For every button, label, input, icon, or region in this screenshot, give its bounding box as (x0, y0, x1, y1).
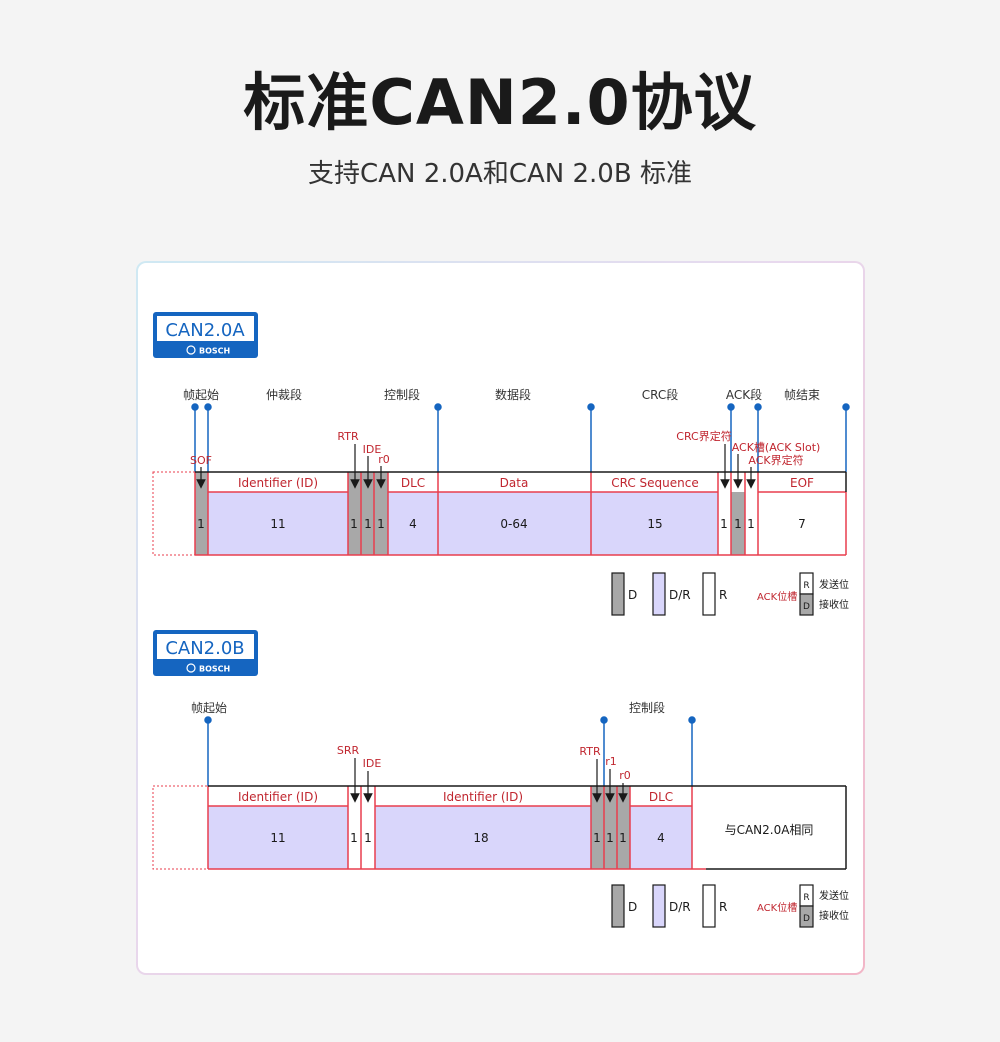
can-a-crc-bits (591, 492, 718, 555)
can-b-dlc-bits (630, 806, 692, 869)
legend-recv-bit: 接收位 (819, 598, 849, 611)
can-a-section-ack: ACK段 (726, 387, 762, 402)
can-a-field-identifier: Identifier (ID) (238, 476, 318, 490)
can-b-same-as-a: 与CAN2.0A相同 (725, 823, 814, 837)
can-a-label-ack-slot: ACK槽(ACK Slot) (732, 441, 821, 454)
svg-text:接收位: 接收位 (819, 909, 849, 922)
can-a-section-data: 数据段 (495, 387, 531, 402)
can-b-field-identifier1: Identifier (ID) (238, 790, 318, 804)
legend-r-label: R (719, 588, 727, 602)
can-a-bits-r0: 1 (377, 517, 385, 531)
can-a-bits-dlc: 4 (409, 517, 417, 531)
bosch-logo-icon (186, 663, 196, 673)
can-b-field-identifier2: Identifier (ID) (443, 790, 523, 804)
can-a-label-rtr: RTR (337, 430, 359, 443)
can-b-bits-r1: 1 (606, 831, 614, 845)
can-a-label-ide: IDE (363, 443, 382, 456)
can-b-bits-identifier1: 11 (270, 831, 285, 845)
can-a-legend: D D/R R ACK位槽 R D 发送位 接收位 (611, 572, 849, 616)
can-a-ack-slot-bit (731, 492, 745, 555)
can-a-bits-ide: 1 (364, 517, 372, 531)
can-a-badge: CAN2.0A BOSCH (153, 312, 258, 358)
can-b-boundaries (204, 716, 696, 786)
can-b-label-srr: SRR (337, 744, 360, 757)
can-b-bits-ide: 1 (364, 831, 372, 845)
svg-text:发送位: 发送位 (819, 889, 849, 902)
can-b-label-ide: IDE (363, 757, 382, 770)
can-b-identifier1-bits (208, 806, 348, 869)
page-subtitle: 支持CAN 2.0A和CAN 2.0B 标准 (308, 159, 692, 189)
can-b-rtr-r1-r0-bits (591, 786, 630, 869)
svg-text:R: R (803, 581, 809, 591)
can-a-bits-crc: 15 (647, 517, 662, 531)
can-a-section-eof: 帧结束 (784, 388, 820, 402)
can-a-sof-bit (195, 472, 208, 555)
can-a-label-ack-delim: ACK界定符 (748, 453, 803, 467)
can-b-badge: CAN2.0B BOSCH (153, 630, 258, 676)
svg-text:R: R (719, 900, 727, 914)
can-a-label-r0: r0 (378, 453, 390, 466)
can-a-section-arbitration: 仲裁段 (266, 387, 302, 402)
page-title: 标准CAN2.0协议 (243, 66, 757, 139)
can-b-label-r0: r0 (619, 769, 631, 782)
svg-text:R: R (803, 893, 809, 903)
can-b-bits-srr: 1 (350, 831, 358, 845)
can-a-dlc-data-bits (388, 492, 591, 555)
can-a-bits-ack-delim: 1 (747, 517, 755, 531)
svg-text:D: D (803, 914, 810, 924)
can-b-bits-r0: 1 (619, 831, 627, 845)
can-a-bits-crc-delim: 1 (720, 517, 728, 531)
can-a-section-control: 控制段 (384, 387, 420, 402)
can-b-section-control: 控制段 (629, 700, 665, 715)
can-a-bits-ack-slot: 1 (734, 517, 742, 531)
can-a-bits-rtr: 1 (350, 517, 358, 531)
can-a-badge-name: CAN2.0A (165, 320, 245, 341)
can-a-label-sof: SOF (190, 454, 212, 467)
can-a-badge-brand: BOSCH (199, 347, 230, 356)
can-b-badge-brand: BOSCH (199, 665, 230, 674)
can-a-prev-frame (152, 471, 196, 556)
svg-text:D/R: D/R (669, 900, 691, 914)
legend-send-bit: 发送位 (819, 578, 849, 591)
can-a-bits-eof: 7 (798, 517, 806, 531)
can-a-field-eof: EOF (790, 476, 814, 490)
legend-d-label: D (628, 588, 637, 602)
can-a-field-data: Data (500, 476, 529, 490)
legend-ack-slot-label: ACK位槽 (757, 590, 797, 603)
can-a-rtr-ide-r0-bits (348, 472, 388, 555)
can-b-bits-rtr: 1 (593, 831, 601, 845)
can-a-bits-data: 0-64 (500, 517, 527, 531)
can-a-section-crc: CRC段 (642, 387, 679, 402)
can-b-prev-frame (152, 785, 209, 870)
can-a-field-crc: CRC Sequence (611, 476, 699, 490)
can-a-bits-identifier: 11 (270, 517, 285, 531)
legend-dr-label: D/R (669, 588, 691, 602)
can-b-label-rtr: RTR (579, 745, 601, 758)
can-b-label-r1: r1 (605, 755, 617, 768)
svg-text:ACK位槽: ACK位槽 (757, 901, 797, 914)
can-a-boundaries (191, 403, 850, 472)
can-a-field-dlc: DLC (401, 476, 425, 490)
can-b-legend: D D/R R ACK位槽 R D 发送位 接收位 (611, 884, 849, 928)
can-a-bits-sof: 1 (197, 517, 205, 531)
can-a-label-crc-delim: CRC界定符 (676, 429, 731, 443)
can-b-identifier2-bits (375, 806, 591, 869)
can-a-identifier-bits (208, 492, 348, 555)
svg-text:D: D (803, 602, 810, 612)
svg-text:D: D (628, 900, 637, 914)
bosch-logo-icon (186, 345, 196, 355)
can-b-section-sof: 帧起始 (191, 701, 227, 715)
can-b-badge-name: CAN2.0B (165, 638, 244, 659)
can-b-bits-dlc: 4 (657, 831, 665, 845)
can-b-bits-identifier2: 18 (473, 831, 488, 845)
can-a-section-sof: 帧起始 (183, 388, 219, 402)
can-b-field-dlc: DLC (649, 790, 673, 804)
